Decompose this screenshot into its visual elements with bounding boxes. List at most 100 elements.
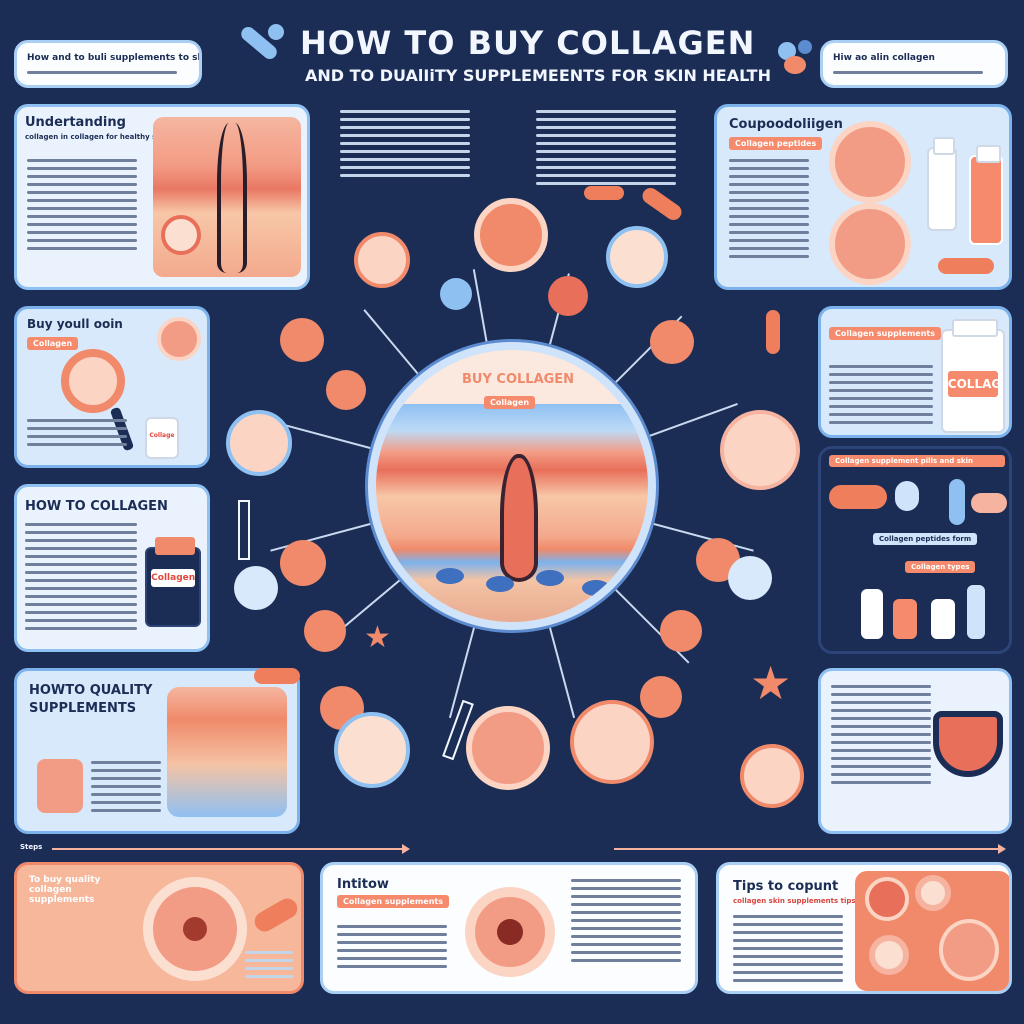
forms-bar-1: Collagen supplement pills and skin (829, 455, 1005, 467)
understanding-subtitle: collagen in collagen for healthy skin su… (25, 133, 222, 141)
cell-icon (728, 556, 772, 600)
capsule-icon (895, 481, 919, 511)
cell-icon (474, 198, 548, 272)
dropper-icon (927, 137, 957, 231)
cell-icon (354, 232, 410, 288)
cell-icon (740, 744, 804, 808)
collagen-foods-panel (818, 668, 1012, 834)
cell-icon (640, 676, 682, 718)
capsule-icon (251, 894, 301, 936)
tips-subtitle: collagen skin supplements tips (733, 897, 856, 905)
quality-panel: HOWTO QUALITY SUPPLEMENTS (14, 668, 300, 834)
bottle-icon (861, 589, 883, 639)
bottom-left-title: To buy quality collagen supplements (29, 875, 101, 905)
cell-icon (226, 410, 292, 476)
cell-icon (234, 566, 278, 610)
left-header-badge: How and to buli supplements to skin (14, 40, 202, 88)
starfish-icon: ★ (364, 620, 391, 655)
page-title: HOW TO BUY COLLAGEN (300, 24, 756, 62)
cell-icon (660, 610, 702, 652)
center-tag: Collagen (484, 396, 536, 409)
capsule-icon (949, 479, 965, 525)
cell-icon (778, 42, 796, 60)
product-tag: Collagen supplements (829, 327, 942, 340)
buy-bottle-label: Collagen (149, 431, 175, 439)
intro-panel: Intitow Collagen supplements (320, 862, 698, 994)
product-bottle-label: COLLAGEN (947, 371, 999, 397)
center-title: BUY COLLAGEN (462, 372, 575, 387)
cell-icon (784, 56, 806, 74)
cell-icon (334, 712, 410, 788)
cell-icon (268, 24, 284, 40)
bottle-icon (931, 599, 955, 639)
cell-icon (440, 278, 472, 310)
skin-cross-section-icon (153, 117, 301, 277)
forms-bar-2: Collagen peptides form (873, 533, 978, 545)
center-diagram: BUY COLLAGEN Collagen (368, 342, 656, 630)
cell-icon (326, 370, 366, 410)
capsule-icon (584, 186, 624, 200)
cell-icon (466, 706, 550, 790)
bottle-icon: COLLAGEN (941, 319, 1005, 433)
left-header-badge-text: How and to buli supplements to skin (27, 53, 202, 63)
forms-bar-3: Collagen types (905, 561, 976, 573)
dropper-icon (238, 500, 250, 560)
arrow-icon (52, 844, 410, 854)
bottom-left-panel: To buy quality collagen supplements (14, 862, 304, 994)
cell-icon (157, 317, 201, 361)
buy-title: Buy youll ooin (27, 317, 123, 331)
cell-icon (37, 759, 83, 813)
capsule-icon (938, 258, 994, 274)
bottle-icon (969, 145, 1003, 245)
magnifier-icon (61, 349, 125, 413)
buy-panel: Buy youll ooin Collagen Collagen (14, 306, 210, 468)
capsule-icon (829, 485, 887, 509)
starfish-icon: ★ (750, 656, 792, 710)
intro-title: Intitow (337, 877, 389, 892)
product-panel: Collagen supplements COLLAGEN (818, 306, 1012, 438)
cell-icon (829, 203, 911, 285)
cell-icon (933, 711, 1003, 777)
skin-cross-section-icon (855, 871, 1009, 991)
arrow-icon (614, 844, 1006, 854)
how-title: HOW TO COLLAGEN (25, 499, 168, 514)
bottle-icon (967, 585, 985, 639)
quality-title-line1: HOWTO QUALITY (29, 683, 153, 698)
tips-title: Tips to copunt (733, 879, 839, 894)
how-panel: HOW TO COLLAGEN Collagen (14, 484, 210, 652)
bottle-icon: Collagen (145, 537, 201, 627)
compound-tag: Collagen peptides (729, 137, 823, 150)
hair-follicle-icon (217, 123, 247, 273)
cell-icon (280, 540, 326, 586)
buy-tag: Collagen (27, 337, 79, 350)
skin-cross-section-icon (167, 687, 287, 817)
forms-panel: Collagen supplement pills and skin Colla… (818, 446, 1012, 654)
understanding-panel: Undertanding collagen in collagen for he… (14, 104, 310, 290)
cell-icon (798, 40, 812, 54)
cell-icon (720, 410, 800, 490)
capsule-icon (971, 493, 1007, 513)
how-bottle-label: Collagen (151, 568, 195, 587)
capsule-icon (639, 184, 685, 224)
bottle-icon (893, 599, 917, 639)
capsule-icon (766, 310, 780, 354)
tips-panel: Tips to copunt collagen skin supplements… (716, 862, 1012, 994)
cell-icon (304, 610, 346, 652)
right-header-badge: Hiw ao alin collagen (820, 40, 1008, 88)
cell-icon (548, 276, 588, 316)
hair-follicle-icon (500, 454, 538, 582)
bottle-icon: Collagen (145, 417, 179, 459)
cell-icon (280, 318, 324, 362)
timeline-label: Steps (20, 843, 43, 851)
understanding-title: Undertanding (25, 115, 126, 130)
compound-title: Coupoodoliigen (729, 117, 843, 132)
right-header-badge-text: Hiw ao alin collagen (833, 53, 935, 63)
compound-panel: Coupoodoliigen Collagen peptides (714, 104, 1012, 290)
page-subtitle: AND TO DUAlIiTY SUPPLEMEENTS FOR SKIN HE… (305, 66, 771, 85)
capsule-icon (254, 668, 300, 684)
cell-icon (570, 700, 654, 784)
quality-title-line2: SUPPLEMENTS (29, 701, 137, 716)
cell-icon (606, 226, 668, 288)
cell-icon (829, 121, 911, 203)
